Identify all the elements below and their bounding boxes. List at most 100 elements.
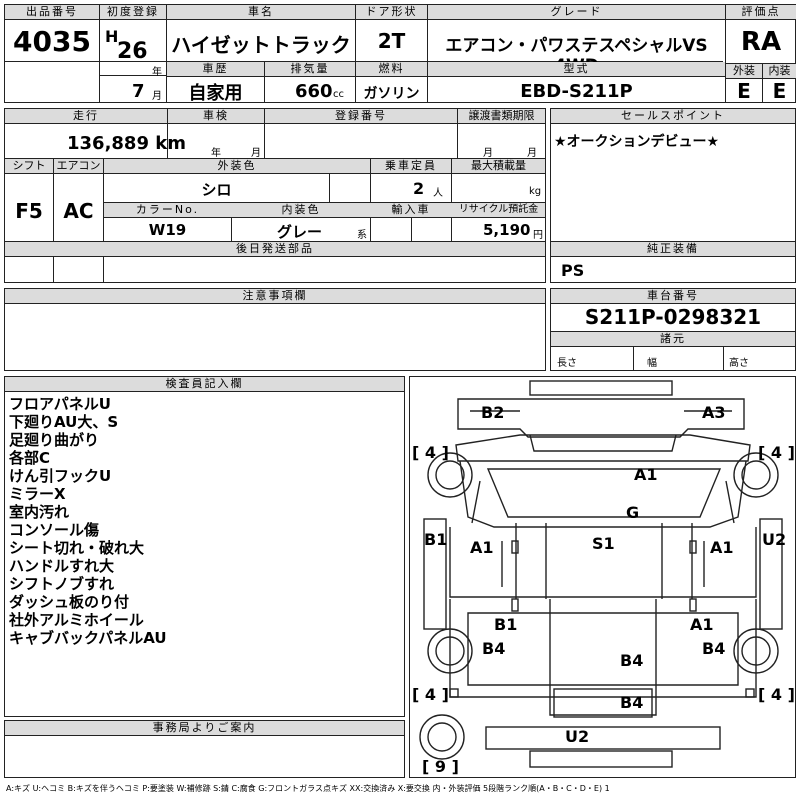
year-unit: 年 [152,67,162,78]
office-label: 事務局よりご案内 [5,721,404,736]
chassis-block: 車台番号 S211P-0298321 諸元 長さ 幅 高さ [550,288,796,371]
displacement: 660 [295,81,333,102]
grade-label: グレード [428,5,725,20]
displacement-label: 排気量 [265,62,355,77]
truck-diagram [419,380,783,768]
mileage: 136,889 km [67,133,186,154]
mark-b2: B2 [481,403,505,422]
fuel-label: 燃料 [356,62,427,77]
note-line: ハンドルすれ大 [9,557,115,575]
cc-unit: cc [333,89,344,100]
door-label: ドア形状 [356,5,427,20]
color-no-label: カラーNo. [104,203,231,218]
specs-label: 諸元 [551,332,795,347]
month-unit: 月 [152,91,162,102]
mark-a3: A3 [702,403,726,422]
capacity-label: 乗車定員 [371,159,451,174]
car-name: ハイゼットトラック [171,33,351,57]
chassis-number: S211P-0298321 [584,305,762,329]
first-reg-year: 26 [117,39,148,64]
mark-s1: S1 [592,534,615,553]
legend: A:キズ U:ヘコミ B:キズを伴うヘコミ P:要塗装 W:補修跡 S:錆 C:… [6,784,610,793]
model: EBD-S211P [520,81,633,102]
sales-point-block: セールスポイント ★オークションデビュー★ 純正装備 PS [550,108,796,283]
car-name-label: 車名 [167,5,355,20]
mark-u2-rear: U2 [565,727,590,746]
score: RA [740,27,782,57]
reg-no-label: 登録番号 [265,109,457,124]
note-line: シート切れ・破れ大 [9,539,145,557]
int-label: 内装 [763,64,796,79]
details-block: 走行 車検 登録番号 譲渡書類期限 136,889 km 年 月 月 月 シフト… [4,108,546,283]
capacity: 2 [413,179,425,198]
recycle: 5,190 [483,221,531,239]
ext-color: シロ [201,181,232,199]
note-line: フロアパネルU [9,395,111,413]
door-type: 2T [377,29,406,53]
inspection-label: 車検 [168,109,264,124]
ext-color-label: 外装色 [104,159,370,174]
damage-diagram: B2 A3 [ 4 ] [ 4 ] A1 G B1 A1 S1 A1 U2 B1… [409,376,796,778]
note-line: キャブバックパネルAU [9,629,167,647]
note-line: 室内汚れ [9,503,70,521]
tire-mark-rl: [ 4 ] [412,685,449,704]
score-label: 評価点 [726,5,796,20]
ext-label: 外装 [726,64,762,79]
int-color: グレー [277,223,323,241]
mark-b4-rear: B4 [620,693,644,712]
max-load-label: 最大積載量 [452,159,545,174]
later-parts-label: 後日発送部品 [5,242,545,257]
tire-mark-fr: [ 4 ] [758,443,795,462]
mark-a1-left: A1 [470,538,494,557]
note-line: シフトノブすれ [9,575,115,593]
note-line: 社外アルミホイール [9,611,144,629]
note-line: ダッシュ板のり付 [9,593,130,611]
kg-unit: kg [529,186,542,197]
shift-label: シフト [5,159,53,174]
width-label: 幅 [647,358,657,369]
mark-b1-mid: B1 [494,615,518,634]
mark-b1-left: B1 [424,530,448,549]
mark-a1-top: A1 [634,465,658,484]
office-block: 事務局よりご案内 [4,720,405,778]
mark-g: G [626,503,640,522]
mark-a1-right: A1 [710,538,734,557]
mileage-label: 走行 [5,109,167,124]
note-line: 下廻りAU大、S [9,413,119,431]
aircon-label: エアコン [54,159,103,174]
h-mark: H [105,27,119,46]
yen-unit: 円 [533,230,543,241]
transfer-day-unit: 月 [527,148,537,159]
insp-year-unit: 年 [211,148,221,159]
mark-u2-right: U2 [762,530,787,549]
genuine-equipment: PS [561,261,585,280]
first-reg-label: 初度登録 [100,5,166,20]
transfer-label: 譲渡書類期限 [458,109,545,124]
mark-a1-mid: A1 [690,615,714,634]
tire-mark-rr: [ 4 ] [758,685,795,704]
lot-number: 4035 [13,25,91,58]
caution-label: 注意事項欄 [5,289,545,304]
sales-point-label: セールスポイント [551,109,795,124]
fuel: ガソリン [363,86,420,102]
int-color-label: 内装色 [232,203,370,218]
shift: F5 [15,199,43,223]
caution-block: 注意事項欄 [4,288,546,371]
recycle-label: リサイクル預託金 [452,203,545,218]
insp-month-unit: 月 [251,148,261,159]
note-line: けん引フックU [9,467,112,485]
aircon: AC [63,199,94,223]
chassis-label: 車台番号 [551,289,795,304]
history-label: 車歴 [167,62,264,77]
import-label: 輸入車 [371,203,451,218]
note-line: 足廻り曲がり [9,431,100,449]
mark-b4-center: B4 [620,651,644,670]
length-label: 長さ [557,358,577,369]
transfer-month-unit: 月 [483,148,493,159]
note-line: ミラーX [9,485,66,503]
history: 自家用 [188,83,243,104]
int-score: E [772,79,787,103]
model-label: 型式 [428,62,725,77]
persons-unit: 人 [433,188,443,199]
note-line: コンソール傷 [9,521,100,539]
